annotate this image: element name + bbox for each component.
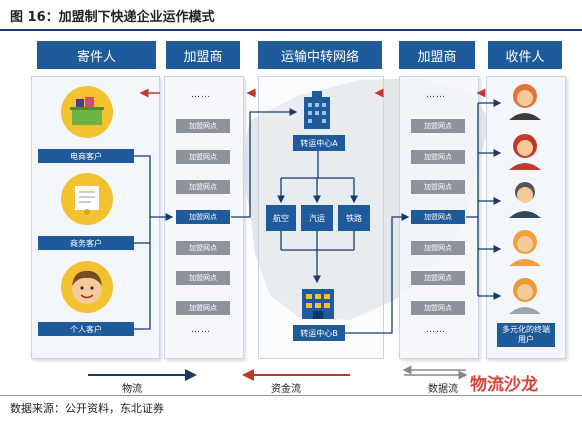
franchise-left-node-5: 加盟网点 <box>176 241 230 255</box>
source-note: 数据来源：公开资料，东北证券 <box>10 402 164 415</box>
franchise-right-node-5: 加盟网点 <box>411 241 465 255</box>
hub-b: 转运中心B <box>293 325 345 341</box>
franchise-right-node-1: 加盟网点 <box>411 119 465 133</box>
franchise-left-node-active: 加盟网点 <box>176 210 230 224</box>
franchise-right-node-3: 加盟网点 <box>411 180 465 194</box>
warehouse-icon <box>302 289 334 319</box>
hub-a: 转运中心A <box>293 135 345 151</box>
franchise-right-node-6: 加盟网点 <box>411 271 465 285</box>
receiver-avatars <box>509 84 541 314</box>
legend-funds-flow: 资金流 <box>271 384 301 395</box>
sender-individual: 个人客户 <box>38 322 134 336</box>
footer-rule <box>0 395 582 396</box>
sender-ecommerce: 电商客户 <box>38 149 134 163</box>
franchise-right-node-2: 加盟网点 <box>411 150 465 164</box>
building-icon <box>304 91 330 129</box>
header-franchise-right: 加盟商 <box>399 41 475 69</box>
legend-goods-flow: 物流 <box>122 384 142 395</box>
header-network: 运输中转网络 <box>258 41 382 69</box>
legend-info-flow: 数据流 <box>428 384 458 395</box>
header-franchise-left: 加盟商 <box>166 41 240 69</box>
franchise-right-node-7: 加盟网点 <box>411 301 465 315</box>
header-receiver: 收件人 <box>488 41 562 69</box>
franchise-left-node-1: 加盟网点 <box>176 119 230 133</box>
figure-title: 图 16：加盟制下快递企业运作模式 <box>10 10 215 25</box>
mode-rail: 铁路 <box>338 205 370 231</box>
franchise-left-dots-bottom: …… <box>191 325 211 335</box>
title-rule <box>0 29 582 31</box>
sender-business: 商务客户 <box>38 236 134 250</box>
franchise-right-dots-bottom: …… <box>426 325 446 335</box>
franchise-left-node-3: 加盟网点 <box>176 180 230 194</box>
mode-air: 航空 <box>266 205 296 231</box>
franchise-left-dots-top: …… <box>191 90 211 100</box>
receiver-end-users: 多元化的终端用户 <box>497 323 555 347</box>
header-sender: 寄件人 <box>37 41 156 69</box>
shopping-basket-icon <box>61 86 113 138</box>
mode-road: 汽运 <box>301 205 333 231</box>
franchise-left-node-2: 加盟网点 <box>176 150 230 164</box>
person-avatar-icon <box>61 261 113 313</box>
document-icon <box>61 173 113 225</box>
franchise-left-node-6: 加盟网点 <box>176 271 230 285</box>
franchise-left-node-7: 加盟网点 <box>176 301 230 315</box>
watermark-logo: 物流沙龙 <box>470 375 538 395</box>
franchise-right-node-active: 加盟网点 <box>411 210 465 224</box>
franchise-right-dots-top: …… <box>426 90 446 100</box>
